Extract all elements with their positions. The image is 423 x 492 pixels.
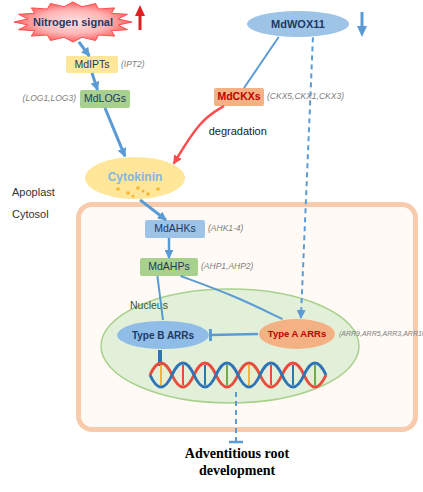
node-label: Cytosol <box>12 208 49 220</box>
cytosol-band: CytosolMdAHKs(AHK1-4)MdAHPs(AHP1,AHP2)Nu… <box>76 202 418 432</box>
enzyme-box: MdCKXs(CKX5,CKX1,CKX3) <box>214 88 264 106</box>
node-label: MdLOGs <box>80 90 130 108</box>
node-label: MdAHKs <box>145 220 205 238</box>
regulator-ellipse: MdWOX11 <box>246 10 350 38</box>
node-label: Type B ARRs <box>116 320 210 350</box>
node-label: MdAHPs <box>140 258 198 276</box>
outcome-label: Adventitious root development <box>157 446 317 480</box>
regulator-ellipse: Type A ARRs(ARR9,ARR5,ARR3,ARR10) <box>258 318 336 350</box>
dna-helix <box>150 363 326 387</box>
connector <box>181 276 283 319</box>
connector <box>168 238 171 258</box>
binding-line <box>158 350 162 366</box>
transfer-box: MdAHPs(AHP1,AHP2) <box>140 258 198 276</box>
connector <box>79 42 90 56</box>
gene-list: (AHK1-4) <box>208 224 243 233</box>
inhibition-line <box>235 392 237 441</box>
regulator-ellipse: Type B ARRs <box>116 320 210 350</box>
node-label: MdWOX11 <box>246 10 350 38</box>
node-label: Nucleus <box>130 300 168 312</box>
gene-list: (AHP1,AHP2) <box>201 262 253 271</box>
enzyme-box: (LOG1,LOG3)MdLOGs <box>80 90 130 108</box>
gene-list: (ARR9,ARR5,ARR3,ARR10) <box>339 330 423 338</box>
signal-burst: Nitrogen signal <box>14 2 132 42</box>
node-label: MdCKXs <box>214 88 264 106</box>
region-label: Apoplast <box>12 186 55 199</box>
connector <box>92 73 98 90</box>
node-label: Cytokinin <box>84 156 186 200</box>
node-label: MdIPTs <box>66 56 118 73</box>
connector <box>244 37 279 88</box>
enzyme-box: MdIPTs(IPT2) <box>66 56 118 73</box>
hormone-ellipse: Cytokinin <box>84 156 186 200</box>
increase-arrow-head <box>135 5 145 16</box>
receptor-box: MdAHKs(AHK1-4) <box>145 220 205 238</box>
increase-arrow <box>139 14 142 30</box>
connector <box>157 276 163 320</box>
decrease-arrow-head <box>357 26 367 37</box>
inhibition-bar <box>229 441 243 444</box>
connector <box>210 334 258 335</box>
node-label: Nitrogen signal <box>14 2 132 42</box>
cytokinin-dots <box>116 186 160 197</box>
gene-list: (LOG1,LOG3) <box>23 94 76 103</box>
nucleus-ellipse: NucleusType B ARRs Type A ARRs(ARR9,ARR5,… <box>100 288 360 404</box>
connector <box>140 200 166 220</box>
decrease-arrow <box>361 12 364 28</box>
connector <box>105 108 125 156</box>
connector <box>301 37 313 318</box>
gene-list: (IPT2) <box>121 60 145 69</box>
gene-list: (CKX5,CKX1,CKX3) <box>267 92 344 101</box>
edge-label: degradation <box>209 125 267 138</box>
node-label: Type A ARRs <box>258 318 336 350</box>
